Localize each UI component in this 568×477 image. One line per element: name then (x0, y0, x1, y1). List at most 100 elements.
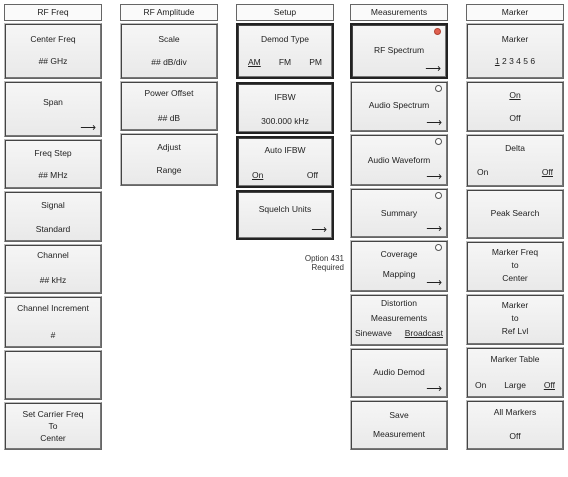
marker-table-label: Marker Table (490, 354, 540, 364)
all-markers-value: Off (509, 431, 521, 441)
scale-label: Scale (158, 34, 180, 44)
rf-freq-menu: RF Freq Center Freq ## GHz Span ⟶ Freq S… (4, 4, 102, 450)
submenu-arrow-icon: ⟶ (80, 122, 96, 134)
marker-menu: Marker Marker 1 2 3 4 5 6 On Off Delta O… (466, 4, 564, 450)
option-note-line1: Option 431 (304, 254, 344, 263)
channel-value: ## kHz (39, 275, 67, 285)
signal-label: Signal (41, 200, 65, 210)
mfc-line1: Marker Freq (491, 247, 539, 257)
option-note: Option 431 Required (292, 254, 344, 272)
setup-title: Setup (236, 4, 334, 21)
audio-spectrum-key[interactable]: Audio Spectrum ⟶ (350, 81, 448, 132)
set-carrier-line3: Center (40, 433, 66, 443)
mrl-line3: Ref Lvl (501, 326, 529, 336)
auto-ifbw-key[interactable]: Auto IFBW On Off (236, 136, 334, 188)
distortion-measurements-key[interactable]: Distortion Measurements Sinewave Broadca… (350, 294, 448, 346)
signal-key[interactable]: Signal Standard (4, 191, 102, 242)
span-key[interactable]: Span ⟶ (4, 81, 102, 137)
peak-search-key[interactable]: Peak Search (466, 189, 564, 239)
ifbw-key[interactable]: IFBW 300.000 kHz (236, 82, 334, 134)
marker-select-values: 1 2 3 4 5 6 (467, 56, 563, 66)
radio-indicator-icon (435, 85, 442, 92)
rf-spectrum-key[interactable]: RF Spectrum ⟶ (350, 23, 448, 79)
marker-table-off: Off (543, 380, 555, 390)
radio-indicator-icon (435, 244, 442, 251)
adjust-range-line2: Range (156, 165, 182, 175)
marker-table-key[interactable]: Marker Table On Large Off (466, 347, 564, 398)
rf-freq-title: RF Freq (4, 4, 102, 21)
channel-increment-label: Channel Increment (17, 303, 89, 313)
submenu-arrow-icon: ⟶ (426, 171, 442, 183)
center-freq-value: ## GHz (38, 56, 68, 66)
rf-amplitude-title: RF Amplitude (120, 4, 218, 21)
center-freq-key[interactable]: Center Freq ## GHz (4, 23, 102, 79)
coverage-mapping-line1: Coverage (380, 249, 418, 259)
marker-on-off-key[interactable]: On Off (466, 81, 564, 132)
audio-demod-label: Audio Demod (373, 367, 425, 377)
freq-step-label: Freq Step (34, 148, 72, 158)
all-markers-key[interactable]: All Markers Off (466, 400, 564, 450)
delta-key[interactable]: Delta On Off (466, 134, 564, 187)
option-note-line2: Required (311, 263, 344, 272)
measurements-menu: Measurements RF Spectrum ⟶ Audio Spectru… (350, 4, 448, 450)
submenu-arrow-icon: ⟶ (426, 223, 442, 235)
save-measurement-key[interactable]: Save Measurement (350, 400, 448, 450)
rf-spectrum-label: RF Spectrum (373, 45, 425, 55)
mfc-line3: Center (502, 273, 528, 283)
channel-key[interactable]: Channel ## kHz (4, 244, 102, 294)
marker-others: 2 3 4 5 6 (499, 56, 536, 66)
submenu-arrow-icon: ⟶ (426, 383, 442, 395)
distortion-line2: Measurements (370, 313, 428, 323)
marker-select-label: Marker (501, 34, 529, 44)
span-label: Span (43, 97, 63, 107)
power-offset-label: Power Offset (144, 88, 194, 98)
channel-increment-key[interactable]: Channel Increment # (4, 296, 102, 348)
marker-on: On (509, 90, 521, 100)
squelch-units-label: Squelch Units (258, 204, 312, 214)
all-markers-label: All Markers (493, 407, 537, 417)
demod-pm: PM (309, 57, 322, 67)
submenu-arrow-icon: ⟶ (425, 63, 441, 75)
save-measurement-line1: Save (389, 410, 409, 420)
mrl-line2: to (511, 313, 519, 323)
selected-indicator-icon (434, 28, 441, 35)
squelch-units-key[interactable]: Squelch Units ⟶ (236, 190, 334, 240)
blank-key (4, 350, 102, 400)
set-carrier-freq-key[interactable]: Set Carrier Freq To Center (4, 402, 102, 450)
delta-on: On (477, 167, 489, 177)
adjust-range-key[interactable]: Adjust Range (120, 133, 218, 186)
audio-demod-key[interactable]: Audio Demod ⟶ (350, 348, 448, 398)
demod-type-key[interactable]: Demod Type AM FM PM (236, 23, 334, 79)
set-carrier-line1: Set Carrier Freq (22, 409, 84, 419)
channel-increment-value: # (50, 330, 56, 340)
marker-select-key[interactable]: Marker 1 2 3 4 5 6 (466, 23, 564, 79)
submenu-arrow-icon: ⟶ (426, 117, 442, 129)
audio-waveform-key[interactable]: Audio Waveform ⟶ (350, 134, 448, 186)
freq-step-value: ## MHz (38, 170, 68, 180)
scale-value: ## dB/div (151, 57, 187, 67)
marker-freq-to-center-key[interactable]: Marker Freq to Center (466, 241, 564, 292)
ifbw-value: 300.000 kHz (261, 116, 309, 126)
save-measurement-line2: Measurement (373, 429, 425, 439)
submenu-arrow-icon: ⟶ (426, 277, 442, 289)
coverage-mapping-key[interactable]: Coverage Mapping ⟶ (350, 240, 448, 292)
scale-key[interactable]: Scale ## dB/div (120, 23, 218, 79)
ifbw-label: IFBW (274, 92, 296, 102)
measurements-title: Measurements (350, 4, 448, 21)
marker-off: Off (509, 113, 521, 123)
audio-waveform-label: Audio Waveform (367, 155, 431, 165)
set-carrier-line2: To (48, 421, 58, 431)
demod-type-label: Demod Type (260, 34, 310, 44)
marker-table-large: Large (504, 380, 526, 390)
radio-indicator-icon (435, 192, 442, 199)
auto-ifbw-label: Auto IFBW (264, 145, 306, 155)
peak-search-label: Peak Search (490, 208, 540, 218)
demod-fm: FM (278, 57, 292, 67)
freq-step-key[interactable]: Freq Step ## MHz (4, 139, 102, 189)
summary-key[interactable]: Summary ⟶ (350, 188, 448, 238)
power-offset-key[interactable]: Power Offset ## dB (120, 81, 218, 131)
summary-label: Summary (380, 208, 418, 218)
marker-to-ref-lvl-key[interactable]: Marker to Ref Lvl (466, 294, 564, 345)
adjust-range-line1: Adjust (157, 142, 181, 152)
center-freq-label: Center Freq (30, 34, 76, 44)
